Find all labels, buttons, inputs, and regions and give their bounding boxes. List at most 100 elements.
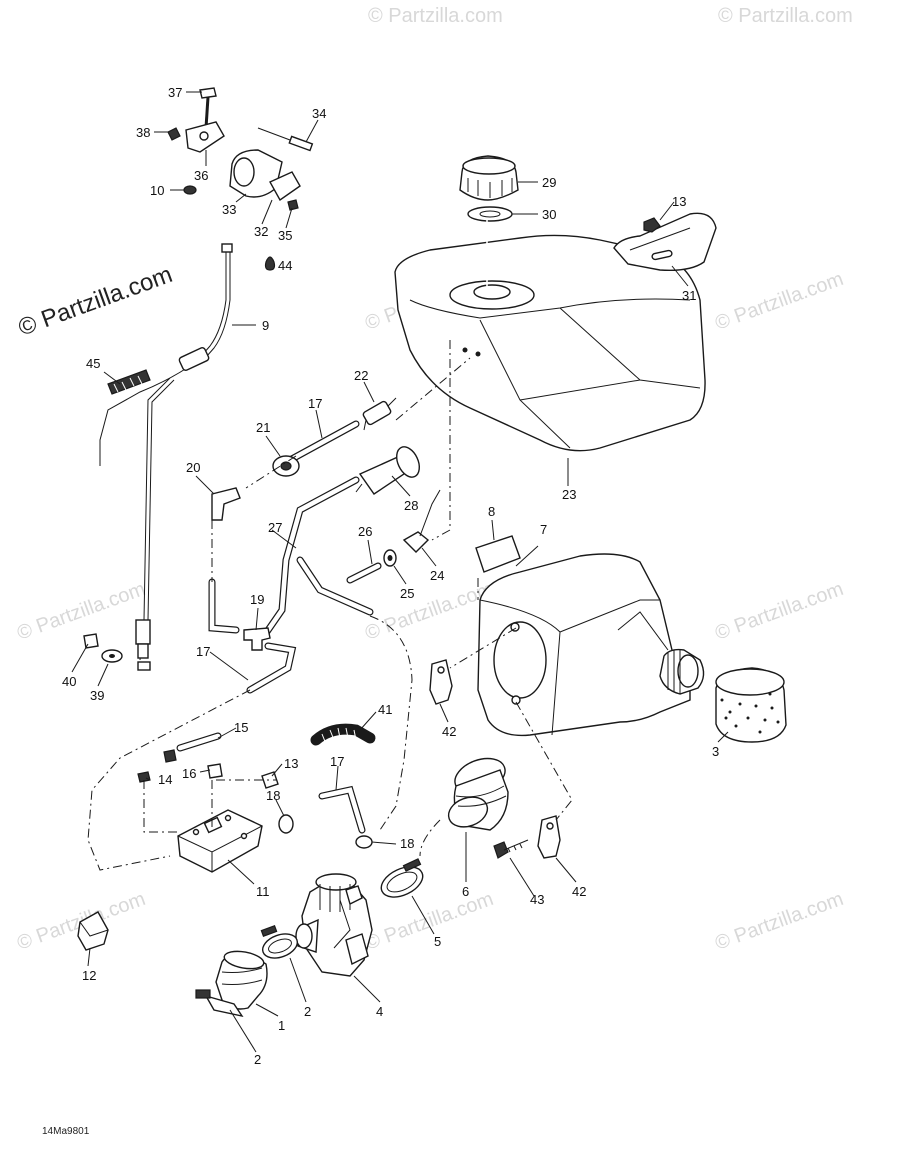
callout-5: 5	[434, 934, 441, 949]
cable-end	[137, 643, 149, 659]
callout-10: 10	[150, 183, 164, 198]
callout-6: 6	[462, 884, 469, 899]
filter	[362, 397, 397, 431]
watermark-layer: © Partzilla.com © Partzilla.com © Partzi…	[14, 5, 853, 955]
nut	[261, 771, 279, 789]
watermark-text: © Partzilla.com	[712, 268, 846, 335]
cable-adjuster	[135, 619, 151, 645]
callout-3: 3	[712, 744, 719, 759]
air-filter	[715, 667, 787, 743]
warning-decal	[475, 535, 521, 573]
callout-17-top: 17	[308, 396, 322, 411]
fuel-hose	[208, 578, 297, 694]
callout-38: 38	[136, 125, 150, 140]
callout-28: 28	[404, 498, 418, 513]
callout-labels: 37 38 36 34 10 33 32 35 44 9 45 29 30 13…	[62, 85, 719, 1067]
callout-2-upper: 2	[304, 1004, 311, 1019]
cable-fitting	[221, 243, 233, 253]
callout-26: 26	[358, 524, 372, 539]
callout-32: 32	[254, 224, 268, 239]
callout-45: 45	[86, 356, 100, 371]
callout-11: 11	[256, 884, 270, 899]
watermark-text: © Partzilla.com	[718, 5, 853, 27]
lever-housing	[185, 121, 225, 153]
carburetor	[295, 873, 373, 977]
fuel-pump	[177, 809, 263, 873]
callout-41: 41	[378, 702, 392, 717]
fuel-tank	[394, 234, 706, 452]
callout-23: 23	[562, 487, 576, 502]
rubber-adaptor	[447, 757, 509, 831]
hose-clamp	[380, 858, 424, 898]
callout-44: 44	[278, 258, 292, 273]
callout-13-top: 13	[672, 194, 686, 209]
cable-clamp	[537, 815, 561, 859]
callout-40: 40	[62, 674, 76, 689]
elbow-fitting	[211, 487, 241, 521]
watermark-text: © Partzilla.com	[712, 888, 846, 955]
choke-lever	[257, 127, 314, 152]
fuel-hose	[176, 732, 222, 752]
callout-20: 20	[186, 460, 200, 475]
lock-nut	[167, 127, 181, 141]
callout-27: 27	[268, 520, 282, 535]
watermark-main: © Partzilla.com	[15, 261, 176, 342]
vent-hose	[260, 476, 374, 640]
callout-18-right: 18	[400, 836, 414, 851]
spring-clip	[355, 835, 373, 849]
callout-1: 1	[278, 1018, 285, 1033]
bolt	[199, 87, 217, 129]
spring-clip	[278, 814, 294, 834]
callout-39: 39	[90, 688, 104, 703]
leader-lines	[71, 91, 729, 1053]
cap-gasket	[467, 206, 513, 222]
primer	[355, 446, 421, 495]
cable-junction	[178, 347, 210, 371]
fuel-hose	[286, 420, 360, 464]
drawing-code: 14Ma9801	[42, 1126, 90, 1137]
callout-7: 7	[540, 522, 547, 537]
air-silencer	[477, 553, 705, 737]
corrugated-hose	[310, 723, 376, 746]
fuel-hose	[346, 562, 382, 584]
screw	[493, 839, 529, 859]
watermark-text: © Partzilla.com	[368, 5, 503, 27]
hose-clamp	[260, 925, 299, 959]
fuel-hose	[318, 785, 366, 834]
callout-24: 24	[430, 568, 444, 583]
watermark-text: © Partzilla.com	[14, 578, 148, 645]
callout-21: 21	[256, 420, 270, 435]
fuel-valve	[272, 455, 300, 477]
mounting-bracket	[77, 911, 109, 951]
cable-end	[137, 661, 151, 671]
tank-vent-hole	[462, 347, 468, 353]
callout-31: 31	[682, 288, 696, 303]
callout-34: 34	[312, 106, 326, 121]
tank-vent-hole	[475, 351, 481, 357]
callout-36: 36	[194, 168, 208, 183]
tank-bracket	[613, 212, 717, 272]
callout-8: 8	[488, 504, 495, 519]
callout-12: 12	[82, 968, 96, 983]
watermark-text: © Partzilla.com	[712, 578, 846, 645]
callout-15: 15	[234, 720, 248, 735]
hose-clamp	[383, 549, 397, 567]
intake-boot	[215, 950, 268, 1010]
t-fitting	[243, 627, 271, 651]
watermark-text: © Partzilla.com	[362, 888, 496, 955]
callout-16: 16	[182, 766, 196, 781]
housing-cover	[269, 171, 301, 202]
callout-43: 43	[530, 892, 544, 907]
callout-17-left: 17	[196, 644, 210, 659]
callout-14: 14	[158, 772, 172, 787]
fuel-fitting	[402, 489, 441, 553]
throttle-housing	[229, 149, 283, 198]
hose-clamp	[195, 989, 244, 1018]
callout-13-mid: 13	[284, 756, 298, 771]
washer	[183, 185, 197, 195]
callout-29: 29	[542, 175, 556, 190]
callout-9: 9	[262, 318, 269, 333]
cable-clamp	[429, 659, 453, 705]
watermark-text: © Partzilla.com	[362, 578, 496, 645]
